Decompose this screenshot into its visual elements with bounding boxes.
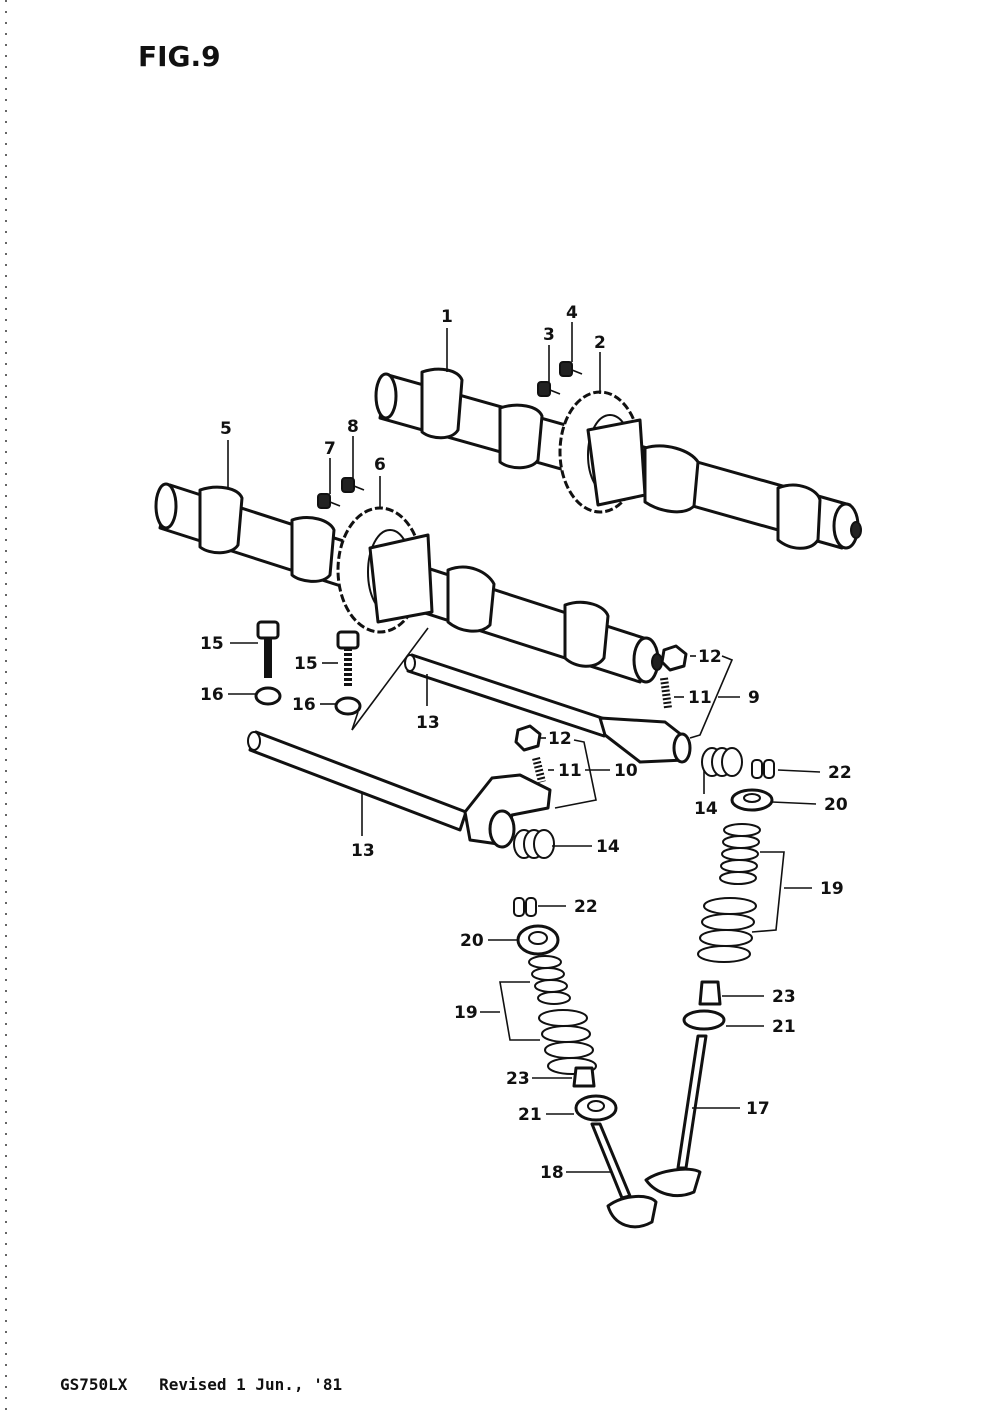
callout-12-lower: 12 xyxy=(548,729,572,749)
leader-20a xyxy=(771,801,817,805)
cam-sprocket-intake xyxy=(336,506,434,634)
callout-2: 2 xyxy=(594,333,606,353)
cam-sprocket-exhaust xyxy=(558,390,647,514)
callout-6: 6 xyxy=(374,455,386,475)
callout-4: 4 xyxy=(566,303,578,323)
callout-19-left: 19 xyxy=(454,1003,478,1023)
valve-springs-19-right xyxy=(697,823,761,963)
valve-cotter-22-right xyxy=(751,759,775,779)
valve-stem-seal-23-left xyxy=(572,1066,596,1088)
sprocket-bolt-3 xyxy=(537,381,561,397)
model-code: GS750LX xyxy=(60,1375,128,1394)
callout-13-lower: 13 xyxy=(351,841,375,861)
footer: GS750LX Revised 1 Jun., '81 xyxy=(60,1375,364,1394)
callout-7: 7 xyxy=(324,439,336,459)
callout-22-left: 22 xyxy=(574,897,598,917)
callout-11-upper: 11 xyxy=(688,688,712,708)
callout-18: 18 xyxy=(540,1163,564,1183)
callout-20-right: 20 xyxy=(824,795,848,815)
cap-bolt-15-right xyxy=(336,630,360,688)
callout-19-right: 19 xyxy=(820,879,844,899)
spring-seat-21-left xyxy=(574,1094,618,1122)
callout-23-left: 23 xyxy=(506,1069,530,1089)
adjuster-nut-12-lower xyxy=(514,724,542,752)
revision-note: Revised 1 Jun., '81 xyxy=(159,1375,343,1394)
leader-10-bracket xyxy=(554,739,597,809)
sprocket-bolt-4 xyxy=(559,361,583,377)
valve-springs-19-left xyxy=(528,955,597,1075)
cap-bolt-15-left xyxy=(256,620,280,678)
rocker-arm-10 xyxy=(463,773,552,849)
callout-11-lower: 11 xyxy=(558,761,582,781)
leader-9-bracket xyxy=(689,655,734,739)
adjuster-nut-12-upper xyxy=(660,644,688,672)
figure-title: FIG.9 xyxy=(138,40,221,73)
adjuster-screw-11-upper xyxy=(660,677,672,709)
callout-22-right: 22 xyxy=(828,763,852,783)
callout-12-upper: 12 xyxy=(698,647,722,667)
rocker-shaft-lower xyxy=(247,730,468,832)
callout-5: 5 xyxy=(220,419,232,439)
intake-valve-18 xyxy=(590,1122,658,1229)
leader-22a xyxy=(777,769,821,773)
sprocket-bolt-7 xyxy=(317,493,341,509)
valve-stem-seal-23-right xyxy=(698,980,722,1006)
callout-21-right: 21 xyxy=(772,1017,796,1037)
callout-16-left: 16 xyxy=(200,685,224,705)
callout-23-right: 23 xyxy=(772,987,796,1007)
rocker-spring-14-lower xyxy=(513,829,555,859)
callout-13-upper: 13 xyxy=(416,713,440,733)
spring-retainer-20-right xyxy=(730,788,774,812)
washer-16-right xyxy=(334,696,362,716)
leader-19a-bracket xyxy=(751,851,785,933)
rocker-arm-9 xyxy=(598,716,692,764)
callout-3: 3 xyxy=(543,325,555,345)
sprocket-bolt-8 xyxy=(341,477,365,493)
callout-15-right: 15 xyxy=(294,654,318,674)
callout-1: 1 xyxy=(441,307,453,327)
adjuster-screw-11-lower xyxy=(532,757,546,783)
callout-20-left: 20 xyxy=(460,931,484,951)
spring-seat-21-right xyxy=(682,1009,726,1031)
callout-15-left: 15 xyxy=(200,634,224,654)
callout-17: 17 xyxy=(746,1099,770,1119)
callout-16-right: 16 xyxy=(292,695,316,715)
callout-14-upper: 14 xyxy=(694,799,718,819)
washer-16-left xyxy=(254,686,282,706)
callout-14-lower: 14 xyxy=(596,837,620,857)
valve-cotter-22-left xyxy=(513,897,537,917)
spring-retainer-20-left xyxy=(516,924,560,956)
leader-19b-bracket xyxy=(499,981,540,1041)
exhaust-valve-17 xyxy=(644,1034,708,1197)
callout-8: 8 xyxy=(347,417,359,437)
callout-21-left: 21 xyxy=(518,1105,542,1125)
callout-10: 10 xyxy=(614,761,638,781)
callout-9: 9 xyxy=(748,688,760,708)
rocker-spring-14-upper xyxy=(701,747,743,777)
